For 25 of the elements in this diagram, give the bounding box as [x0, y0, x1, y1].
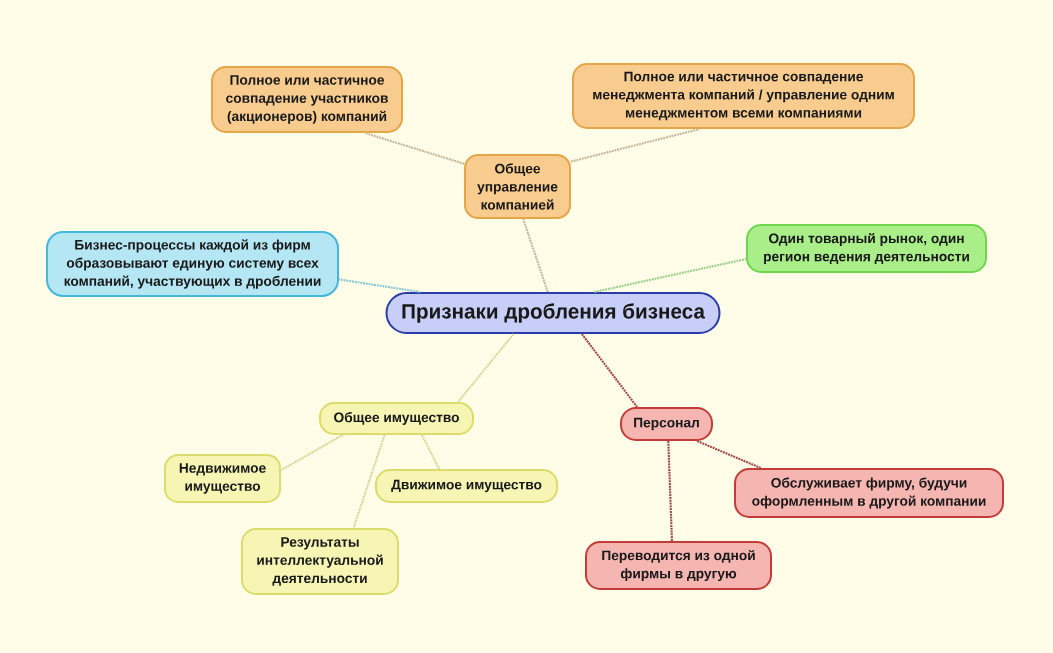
- topic-box: Общее имущество: [319, 402, 474, 435]
- connector-line: [570, 127, 700, 163]
- connector-line: [420, 434, 441, 470]
- central-topic-box: Признаки дробления бизнеса: [385, 292, 721, 334]
- topic-box: Обслуживает фирму, будучи оформленным в другой компании: [734, 468, 1004, 518]
- topic-box: Бизнес-процессы каждой из фирм образовывают единую систему всех компаний, участвующих в дроблении: [46, 231, 339, 297]
- connector-line: [581, 333, 638, 408]
- connector-line: [280, 434, 344, 472]
- topic-box: Полное или частичное совпадение менеджмента компаний / управление одним менеджментом всеми компаниями: [572, 63, 915, 129]
- connector-line: [352, 434, 386, 529]
- topic-box: Полное или частичное совпадение участников (акционеров) компаний: [211, 66, 403, 133]
- topic-box: Результаты интеллектуальной деятельности: [241, 528, 399, 595]
- connector-line: [457, 333, 515, 403]
- connector-line: [594, 258, 747, 294]
- topic-box: Один товарный рынок, один регион ведения деятельности: [746, 224, 987, 273]
- topic-box: Недвижимое имущество: [164, 454, 281, 503]
- topic-box: Переводится из одной фирмы в другую: [585, 541, 772, 590]
- connector-line: [667, 440, 673, 542]
- connector-line: [696, 440, 762, 469]
- connector-line: [338, 278, 421, 294]
- connector-line: [364, 132, 465, 165]
- topic-box: Общее управление компанией: [464, 154, 571, 219]
- connector-line: [522, 218, 549, 293]
- topic-box: Движимое имущество: [375, 469, 558, 503]
- topic-box: Персонал: [620, 407, 713, 441]
